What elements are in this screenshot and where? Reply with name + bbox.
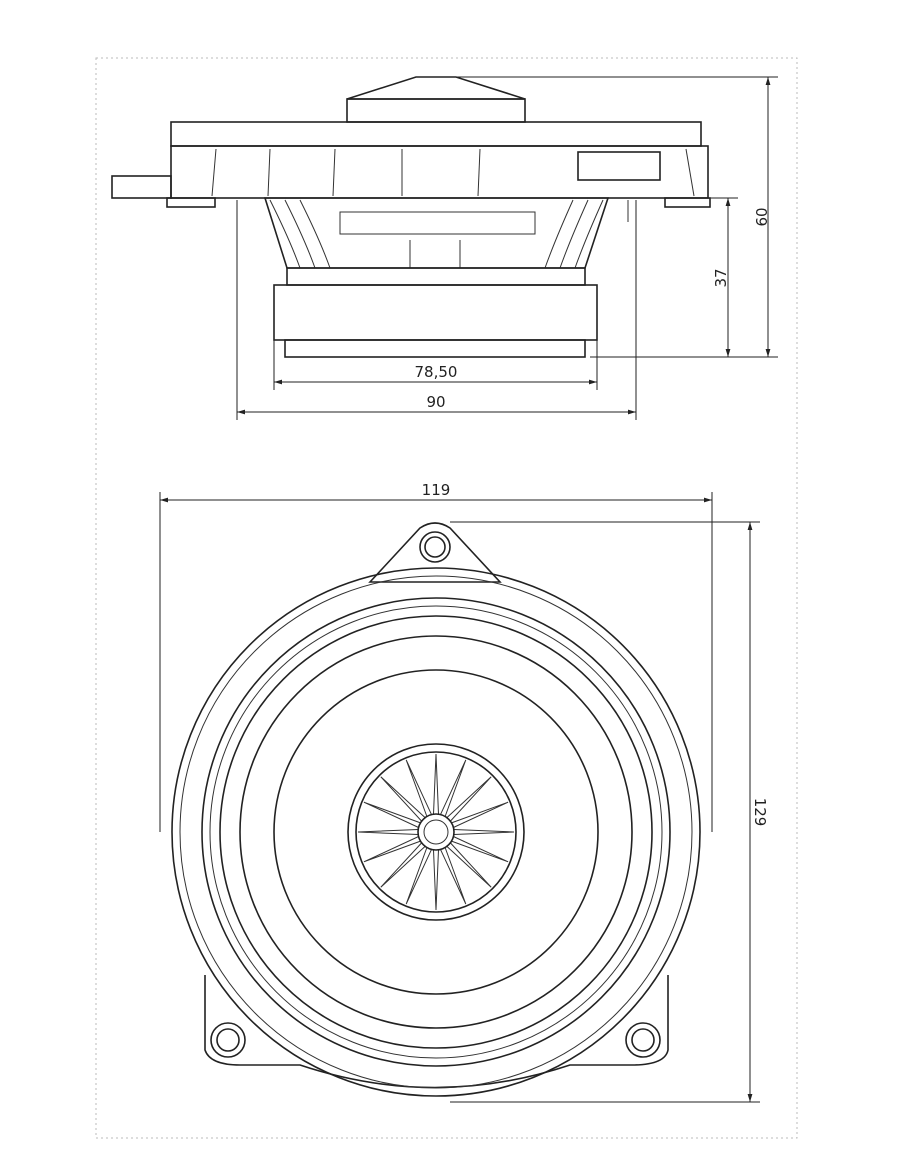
grille-spoke [451,836,509,863]
basket [263,197,610,269]
dim-mount-depth: 37 [710,197,738,357]
frame-ribs [211,148,695,197]
grille-flange [170,121,702,147]
grille-spoke [440,759,467,817]
grille-spoke [433,753,439,815]
grille-spoke [451,801,509,828]
grille-spoke [440,847,467,905]
top-plate [286,267,586,286]
surround-inner [219,615,653,1049]
side-view [111,76,711,358]
dim-overall-height: 60 [456,76,778,358]
grille-spoke [446,776,492,822]
surround-outer [201,597,671,1067]
dim-height: 129 [450,521,769,1103]
grille-spoke [433,849,439,911]
grille-spoke [380,776,426,822]
frame-foot-right [664,197,711,208]
dim-label-119: 119 [422,481,451,499]
front-view [171,522,701,1097]
grille-spoke [380,842,426,888]
cone-inner [273,669,599,995]
bottom-mount-plate [204,975,669,1089]
back-plate [284,339,586,358]
top-mount-ear [368,522,502,583]
grille-spoke [446,842,492,888]
tweeter-ring-outer [347,743,525,921]
dim-width: 119 [159,481,713,832]
tweeter-hub [417,813,455,851]
grille-spoke [357,829,419,835]
tweeter-ring-inner [355,751,517,913]
dim-cutout-diameter: 90 [236,200,637,420]
dim-label-78-50: 78,50 [415,363,458,381]
tweeter-grille-spokes [357,753,515,911]
grille-spoke [405,847,432,905]
frame-foot-left [166,197,216,208]
grille-spoke [453,829,515,835]
grille-spoke [363,801,421,828]
tweeter-dome [346,76,526,100]
dim-label-90: 90 [426,393,445,411]
frame-outer-ring [171,567,701,1097]
cone-edge [239,635,633,1029]
dim-label-129: 129 [751,798,769,827]
basket-spokes [269,199,604,269]
frame [170,145,709,199]
bottom-right-mount-hole [631,1028,655,1052]
magnet [273,284,598,341]
sheet-border [95,57,798,1139]
grille-spoke [363,836,421,863]
top-mount-hole [424,536,446,558]
tweeter-housing [346,98,526,123]
mounting-tab-left [111,175,172,199]
terminal-block [577,151,661,181]
dim-label-37: 37 [712,268,730,287]
dim-label-60: 60 [753,207,771,226]
grille-spoke [405,759,432,817]
dim-magnet-diameter: 78,50 [273,340,598,390]
bottom-left-mount-hole [216,1028,240,1052]
